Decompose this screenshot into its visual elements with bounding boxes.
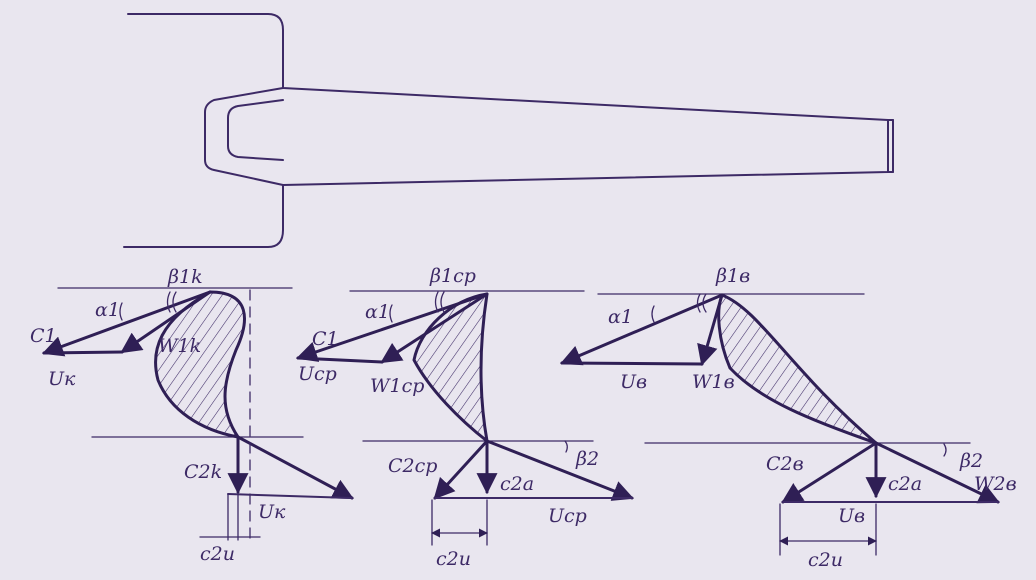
label-w2b: W2в: [974, 473, 1017, 495]
section-tip: β1k α1 C1 Uк W1k C2k Uк c2u: [30, 266, 354, 565]
label-c2k: C2k: [184, 461, 222, 483]
label-alpha1-mean: α1: [365, 301, 390, 323]
label-alpha1-root: α1: [608, 306, 633, 328]
label-w1k: W1k: [158, 335, 201, 357]
label-w1cp: W1ср: [370, 375, 424, 397]
label-c1-mean: C1: [312, 328, 339, 350]
label-beta1cp: β1ср: [429, 265, 476, 287]
w1-vector-tip: [120, 290, 212, 354]
label-ucp: Uср: [298, 363, 337, 385]
u-vector-root: [560, 361, 704, 366]
w1-vector-root: [697, 293, 724, 367]
w1-vector-mean: [380, 292, 489, 364]
label-beta2-mean: β2: [575, 448, 599, 470]
label-c2a-root: c2a: [888, 473, 922, 495]
label-c2b: C2в: [766, 453, 804, 475]
section-mean: β1ср α1 C1 Uср W1ср C2ср c2a β2 Uср c2u: [296, 265, 634, 570]
label-ub: Uв: [620, 371, 647, 393]
blade-profile-root: [718, 295, 876, 443]
blade-profile-tip: [155, 292, 245, 437]
label-ucp-bottom: Uср: [548, 505, 587, 527]
label-beta1b: β1в: [715, 265, 750, 287]
w2-vector-mean: [485, 439, 634, 501]
section-root: β1в α1 Uв W1в C2в c2a β2 W2в Uв c2u: [560, 265, 1017, 571]
label-c2u-mean: c2u: [436, 548, 471, 570]
w2-vector-tip: [236, 435, 354, 500]
u-vector-tip: [42, 350, 124, 355]
blade-elevation: [123, 13, 894, 248]
c2-vector-root: [781, 441, 878, 504]
c2-vector-mean: [433, 439, 489, 500]
label-uk: Uк: [48, 368, 76, 390]
label-beta1k: β1k: [167, 266, 203, 288]
c1-vector-root: [560, 293, 724, 366]
label-ub-bottom: Uв: [838, 505, 865, 527]
label-c2a-mean: c2a: [500, 473, 534, 495]
c1-vector-tip: [42, 290, 212, 357]
u-vector-mean: [296, 356, 384, 364]
c1-vector-mean: [296, 292, 489, 362]
label-beta2-root: β2: [959, 450, 983, 472]
label-c2u-tip: c2u: [200, 543, 235, 565]
label-c2cp: C2ср: [388, 455, 437, 477]
label-c2u-root: c2u: [808, 549, 843, 571]
u-line-tip-bottom: [227, 493, 353, 499]
label-c1-tip: C1: [30, 325, 57, 347]
label-w1b: W1в: [692, 371, 735, 393]
label-alpha1-tip: α1: [95, 299, 120, 321]
w2-vector-root: [874, 441, 1000, 504]
label-uk-bottom: Uк: [258, 501, 286, 523]
